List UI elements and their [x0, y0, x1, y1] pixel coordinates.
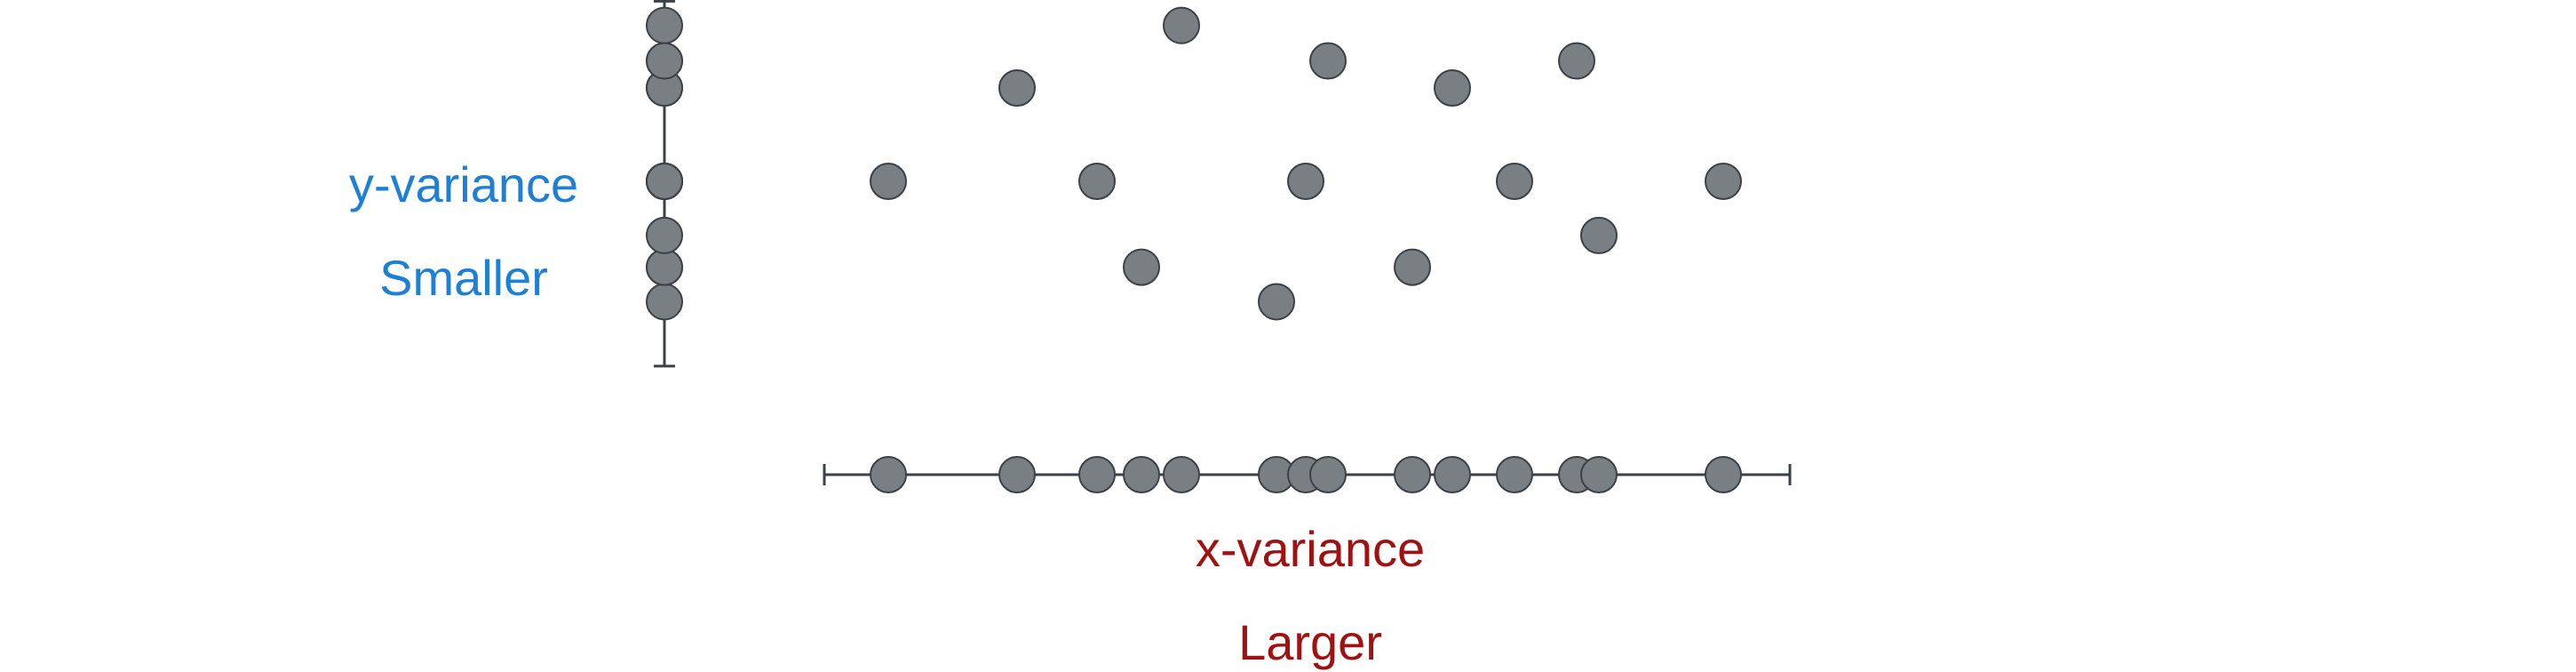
x-projected-point [1580, 456, 1618, 493]
x-projected-point [1496, 456, 1533, 493]
y-variance-label: y-variance [348, 156, 579, 212]
y-projected-point [646, 216, 683, 254]
x-projected-point [1163, 456, 1200, 493]
scatter-point [1496, 163, 1533, 200]
scatter-point [1123, 248, 1160, 286]
scatter-point [1705, 163, 1742, 200]
y-projected-point [646, 42, 683, 80]
x-projected-point [1394, 456, 1431, 493]
scatter-point [998, 69, 1036, 107]
scatter-point [1309, 42, 1347, 80]
scatter-point [1163, 6, 1200, 44]
y-projected-point [646, 283, 683, 321]
scatter-point [1434, 69, 1471, 107]
x-projected-point [870, 456, 907, 493]
scatter-point [1558, 42, 1595, 80]
y-projected-point [646, 163, 683, 200]
y-projected-points [646, 6, 683, 321]
x-projected-point [1078, 456, 1116, 493]
scatter-point [1287, 163, 1324, 200]
scatter-point [1580, 216, 1618, 254]
x-variance-label: x-variance [1195, 521, 1426, 577]
y-projected-point [646, 248, 683, 286]
x-variance-size-label: Larger [1238, 614, 1382, 670]
x-projected-point [1434, 456, 1471, 493]
x-projected-point [1123, 456, 1160, 493]
y-projected-point [646, 6, 683, 44]
scatter-point [1078, 163, 1116, 200]
x-projected-point [1309, 456, 1347, 493]
x-projected-point [998, 456, 1036, 493]
scatter-point [1258, 283, 1295, 321]
x-projected-point [1705, 456, 1742, 493]
scatter-point [1394, 248, 1431, 286]
y-variance-size-label: Smaller [379, 250, 548, 306]
x-projected-points [870, 456, 1742, 493]
scatter-point [870, 163, 907, 200]
scatter-points [870, 6, 1742, 321]
